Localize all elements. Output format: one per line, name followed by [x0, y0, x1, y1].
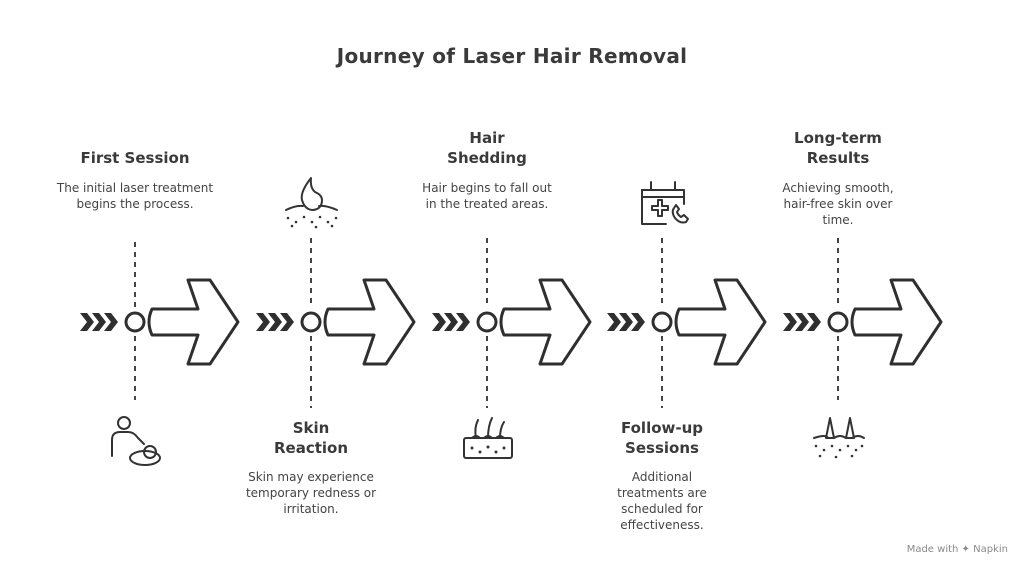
step-1-heading: First Session — [80, 149, 190, 167]
node-circle — [651, 311, 673, 333]
arrow-right-icon — [674, 278, 767, 366]
chevrons-icon — [80, 313, 118, 331]
made-with-label: Made with — [906, 544, 959, 555]
step-5-description: Achieving smooth, hair-free skin over ti… — [782, 181, 894, 227]
person-treating-patient-icon — [111, 416, 161, 466]
skin-droplet-icon — [285, 177, 338, 229]
medical-calendar-phone-icon — [641, 181, 689, 225]
step-3-arrow-group — [432, 278, 592, 366]
footer-attribution: Made with ✦ Napkin — [907, 544, 1008, 555]
page-title: Journey of Laser Hair Removal — [336, 44, 688, 68]
step-2-arrow-group — [256, 278, 416, 366]
node-circle — [827, 311, 849, 333]
step-2-description: Skin may experience temporary redness or… — [245, 470, 377, 516]
napkin-logo-icon: ✦ — [961, 544, 970, 555]
step-4-heading: Follow-up Sessions — [620, 419, 704, 457]
chevrons-icon — [256, 313, 294, 331]
step-3-description: Hair begins to fall out in the treated a… — [422, 181, 552, 211]
step-4-arrow-group — [607, 278, 767, 366]
node-circle — [476, 311, 498, 333]
node-circle — [300, 311, 322, 333]
arrow-right-icon — [499, 278, 592, 366]
arrow-right-icon — [323, 278, 416, 366]
step-4-description: Additional treatments are scheduled for … — [617, 470, 707, 532]
chevrons-icon — [607, 313, 645, 331]
step-2-heading: Skin Reaction — [273, 419, 349, 457]
smooth-skin-hair-icon — [813, 417, 865, 459]
node-circle — [124, 311, 146, 333]
step-5-heading: Long-term Results — [794, 129, 882, 167]
step-5-arrow-group — [783, 278, 943, 366]
step-3-heading: Hair Shedding — [447, 129, 527, 167]
step-1-description: The initial laser treatment begins the p… — [56, 181, 214, 211]
skin-hair-follicles-icon — [463, 417, 513, 459]
chevrons-icon — [432, 313, 470, 331]
arrow-right-icon — [147, 278, 240, 366]
step-1-arrow-group — [80, 278, 240, 366]
brand-label: Napkin — [973, 544, 1008, 555]
arrow-right-icon — [850, 278, 943, 366]
chevrons-icon — [783, 313, 821, 331]
